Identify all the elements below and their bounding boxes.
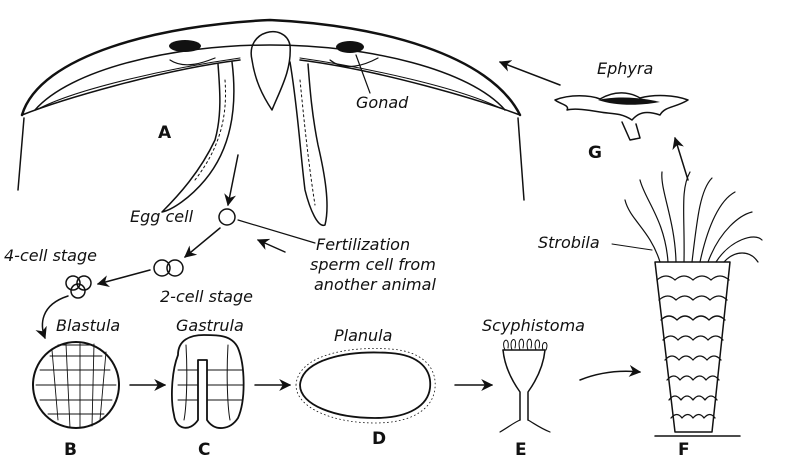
label-c: C (198, 440, 210, 460)
label-blastula: Blastula (56, 316, 120, 335)
blastula-figure-b (33, 342, 119, 428)
label-a: A (158, 123, 172, 143)
gonad-pointer (356, 55, 370, 93)
label-sperm-cell: sperm cell from (310, 255, 436, 274)
label-strobila: Strobila (538, 233, 600, 252)
ephyra-figure-g (555, 93, 688, 140)
two-cell-embryo (154, 260, 183, 276)
arrow-ephyra-to-adult (500, 62, 560, 85)
label-scyphistoma: Scyphistoma (482, 316, 585, 335)
label-g: G (588, 143, 602, 163)
arrow-scyphistoma-to-strobila (580, 371, 640, 380)
strobila-pointer (612, 244, 652, 250)
four-cell-embryo (66, 276, 91, 298)
arrow-two-cell-to-four-cell (98, 270, 150, 284)
egg-cell (219, 209, 235, 225)
arrow-strobila-to-ephyra (675, 138, 688, 180)
gonad-left (169, 40, 201, 52)
label-egg-cell: Egg cell (130, 207, 194, 226)
adult-medusa-figure-a (18, 20, 524, 225)
label-two-cell: 2-cell stage (160, 287, 253, 306)
fertilization-pointer (238, 220, 315, 243)
arrow-sperm-to-egg (258, 240, 285, 252)
label-four-cell: 4-cell stage (4, 246, 97, 265)
label-e: E (515, 440, 527, 460)
label-f: F (678, 440, 690, 460)
label-b: B (64, 440, 77, 460)
label-ephyra: Ephyra (597, 59, 653, 78)
label-gonad: Gonad (356, 93, 409, 112)
label-d: D (372, 429, 386, 449)
planula-figure-d (296, 348, 435, 423)
label-planula: Planula (334, 326, 392, 345)
label-another-animal: another animal (314, 275, 436, 294)
label-fertilization: Fertilization (316, 235, 410, 254)
gonad-right (336, 41, 364, 53)
strobila-figure-f (625, 172, 762, 436)
gastrula-figure-c (172, 335, 244, 428)
label-gastrula: Gastrula (176, 316, 244, 335)
scyphistoma-figure-e (500, 339, 550, 432)
arrow-arm-to-egg (228, 155, 238, 205)
arrow-egg-to-two-cell (185, 228, 220, 257)
